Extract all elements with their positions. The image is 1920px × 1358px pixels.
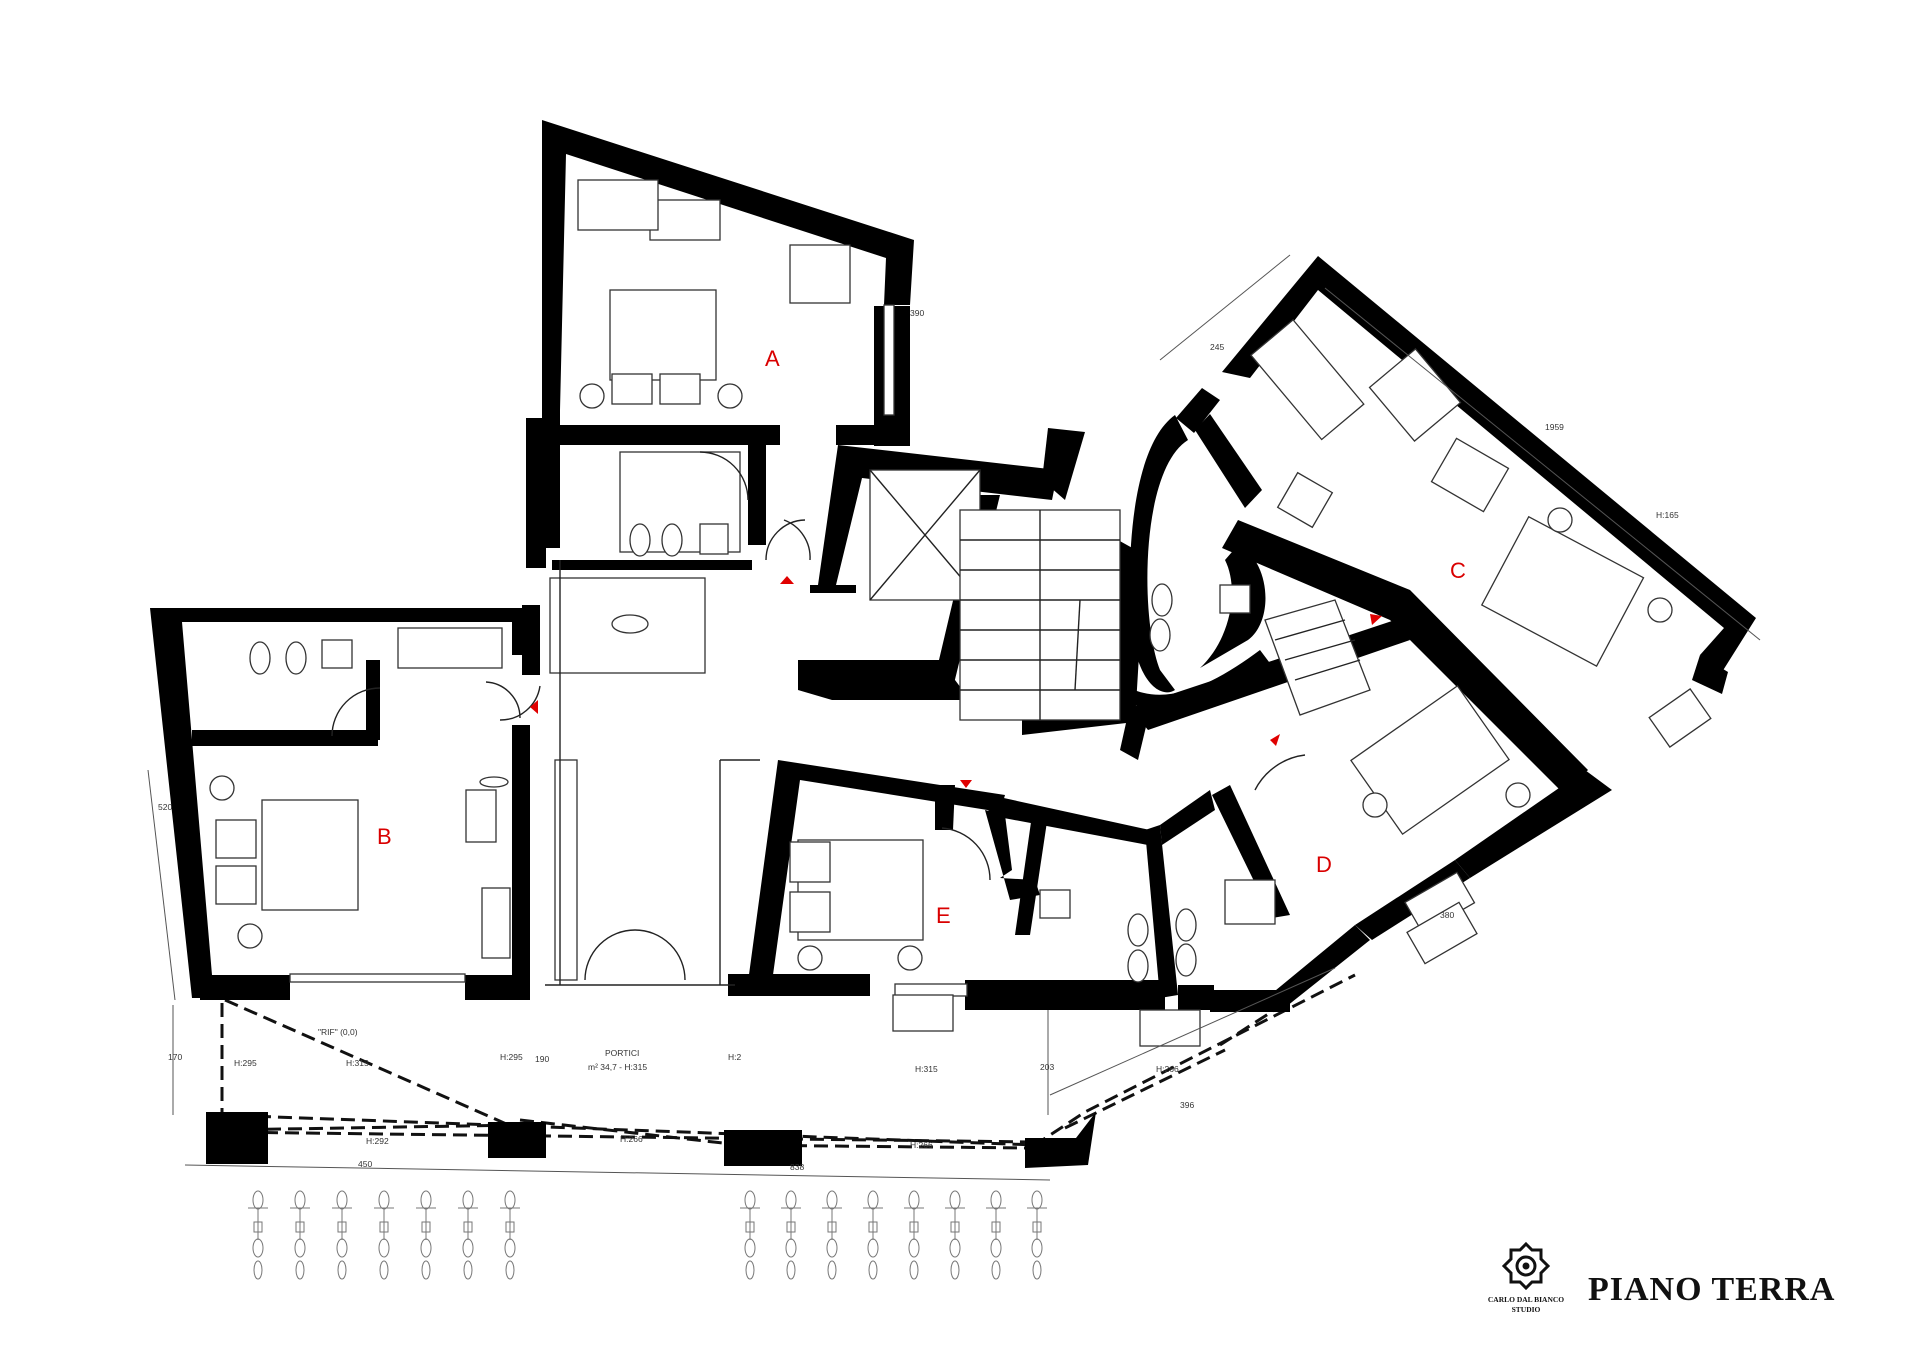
height-label: H:266 bbox=[1156, 1064, 1179, 1074]
bicycle-icon bbox=[500, 1190, 520, 1280]
bicycle-icon bbox=[458, 1190, 478, 1280]
entry-markers bbox=[530, 576, 1382, 788]
bicycle-icon bbox=[290, 1190, 310, 1280]
bicycle-rack-right bbox=[740, 1190, 1047, 1280]
dimension-lines bbox=[147, 254, 1761, 1181]
room-label-b: B bbox=[377, 824, 392, 849]
dimension-label: 396 bbox=[1180, 1100, 1194, 1110]
bicycle-icon bbox=[904, 1190, 924, 1280]
height-label: H:295 bbox=[500, 1052, 523, 1062]
porch-area: m² 34,7 - H:315 bbox=[588, 1062, 647, 1072]
bicycle-icon bbox=[1027, 1190, 1047, 1280]
room-label-d: D bbox=[1316, 852, 1332, 877]
studio-name: CARLO DAL BIANCO bbox=[1488, 1295, 1564, 1304]
height-label: H:266 bbox=[910, 1140, 933, 1150]
room-label-c: C bbox=[1450, 558, 1466, 583]
floor-title: PIANO TERRA bbox=[1588, 1271, 1835, 1308]
bicycle-icon bbox=[986, 1190, 1006, 1280]
studio-subtitle: STUDIO bbox=[1512, 1305, 1541, 1314]
furniture bbox=[209, 179, 1712, 1047]
porch-column bbox=[724, 1130, 802, 1166]
studio-logo: CARLO DAL BIANCO STUDIO bbox=[1488, 1241, 1564, 1314]
bicycle-icon bbox=[248, 1190, 268, 1280]
height-label: H:266 bbox=[620, 1134, 643, 1144]
dimension-label: 170 bbox=[168, 1052, 182, 1062]
bicycle-icon bbox=[332, 1190, 352, 1280]
entry-marker bbox=[960, 780, 972, 788]
dimension-label: 450 bbox=[358, 1159, 372, 1169]
dimension-label: 1959 bbox=[1545, 422, 1564, 432]
porch-column bbox=[1025, 1112, 1096, 1168]
dimension-label: 390 bbox=[910, 308, 924, 318]
bicycle-rack-left bbox=[248, 1190, 520, 1280]
bicycle-icon bbox=[822, 1190, 842, 1280]
entry-marker bbox=[780, 576, 794, 584]
room-label-e: E bbox=[936, 903, 951, 928]
bicycle-icon bbox=[863, 1190, 883, 1280]
bicycle-icon bbox=[945, 1190, 965, 1280]
bicycle-icon bbox=[740, 1190, 760, 1280]
bicycle-icon bbox=[781, 1190, 801, 1280]
dimension-label: 245 bbox=[1210, 342, 1224, 352]
porch-column bbox=[488, 1122, 546, 1158]
height-label: H:2 bbox=[728, 1052, 742, 1062]
height-label: H:315 bbox=[915, 1064, 938, 1074]
dimension-label: 190 bbox=[535, 1054, 549, 1064]
height-label: H:315 bbox=[346, 1058, 369, 1068]
height-label: H:295 bbox=[234, 1058, 257, 1068]
bicycle-icon bbox=[416, 1190, 436, 1280]
height-label: H:292 bbox=[366, 1136, 389, 1146]
porch-title: PORTICI bbox=[605, 1048, 639, 1058]
rif-label: "RIF" (0,0) bbox=[318, 1027, 358, 1037]
annotations: PORTICI m² 34,7 - H:315 "RIF" (0,0) H:29… bbox=[158, 308, 1679, 1172]
entry-marker bbox=[1370, 614, 1382, 625]
dimension-label: 203 bbox=[1040, 1062, 1054, 1072]
dimension-label: 520 bbox=[158, 802, 172, 812]
dimension-label: H:165 bbox=[1656, 510, 1679, 520]
bicycle-icon bbox=[374, 1190, 394, 1280]
room-labels: A B C D E bbox=[377, 346, 1466, 928]
entry-marker bbox=[530, 700, 538, 714]
studio-seal-icon bbox=[1501, 1241, 1551, 1291]
entry-marker bbox=[1270, 734, 1280, 746]
dimension-label: 838 bbox=[790, 1162, 804, 1172]
porch-column bbox=[206, 1112, 268, 1164]
room-label-a: A bbox=[765, 346, 780, 371]
dimension-label: 380 bbox=[1440, 910, 1454, 920]
